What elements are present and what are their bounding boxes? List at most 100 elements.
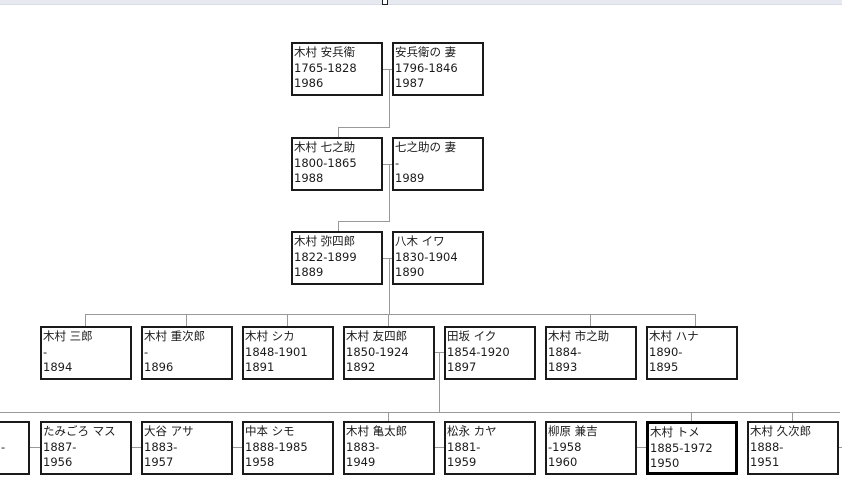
- person-card[interactable]: 七之助の 妻 - 1989: [392, 137, 484, 191]
- person-name: 田坂 イク: [447, 329, 497, 343]
- person-lifespan: 1888-1985: [245, 439, 308, 454]
- person-card[interactable]: 木村 重次郎 - 1896: [141, 326, 233, 380]
- couple-connector: [383, 69, 392, 70]
- person-name: 木村 七之助: [294, 140, 356, 154]
- person-card[interactable]: 木村 友四郎 1850-1924 1892: [343, 326, 435, 380]
- person-id: 1989: [395, 171, 425, 185]
- person-card-selected[interactable]: 木村 トメ 1885-1972 1950: [646, 421, 738, 475]
- person-name: 大谷 アサ: [144, 424, 194, 438]
- descent-line: [439, 352, 440, 412]
- person-name: 木村 重次郎: [144, 329, 206, 343]
- person-name: 安兵衛の 妻: [395, 45, 457, 59]
- person-name: 松永 カヤ: [447, 424, 497, 438]
- person-card[interactable]: 木村 ハナ 1890- 1895: [646, 326, 738, 380]
- person-name: 柳原 兼吉: [548, 424, 598, 438]
- person-lifespan: 1890-: [649, 344, 683, 359]
- person-card[interactable]: 八木 イワ 1830-1904 1890: [392, 231, 484, 285]
- person-name: 七之助の 妻: [395, 140, 457, 154]
- person-name: 木村 ハナ: [649, 329, 699, 343]
- child-drop: [691, 412, 692, 421]
- resize-handle[interactable]: [382, 0, 388, 5]
- person-name: 木村 トメ: [650, 425, 700, 439]
- person-card[interactable]: 柳原 兼吉 -1958 1960: [545, 421, 637, 475]
- person-card[interactable]: 木村 七之助 1800-1865 1988: [291, 137, 383, 191]
- person-name: 木村 久次郎: [750, 424, 812, 438]
- person-id: [0, 455, 28, 471]
- couple-connector: [435, 447, 444, 448]
- child-drop: [590, 314, 591, 326]
- person-card[interactable]: 木村 市之助 1884- 1893: [545, 326, 637, 380]
- person-card[interactable]: 木村 安兵衛 1765-1828 1986: [291, 42, 383, 96]
- person-id: 1894: [43, 360, 73, 374]
- person-id: 1891: [245, 360, 275, 374]
- person-card[interactable]: 木村 久次郎 1888- 1951: [747, 421, 839, 475]
- person-name: 八木 イワ: [395, 234, 445, 248]
- descent-line: [338, 127, 339, 137]
- person-card[interactable]: 木村 シカ 1848-1901 1891: [242, 326, 334, 380]
- person-lifespan: 1796-1846: [395, 60, 458, 75]
- person-card[interactable]: たみごろ マス 1887- 1956: [40, 421, 132, 475]
- sibling-bar: [85, 314, 696, 315]
- person-id: 1890: [395, 265, 425, 279]
- person-id: 1949: [346, 455, 376, 469]
- person-name: 木村 弥四郎: [294, 234, 356, 248]
- person-lifespan: 1800-1865: [294, 155, 357, 170]
- couple-connector: [132, 447, 141, 448]
- person-name: 木村 市之助: [548, 329, 610, 343]
- person-card[interactable]: 大谷 アサ 1883- 1957: [141, 421, 233, 475]
- person-id: 1958: [245, 455, 275, 469]
- person-lifespan: 1822-1899: [294, 249, 357, 264]
- person-lifespan: -1958: [548, 439, 582, 454]
- person-id: 1960: [548, 455, 578, 469]
- person-lifespan: 1888-: [750, 439, 784, 454]
- person-lifespan: -: [1, 439, 6, 454]
- couple-connector: [383, 258, 392, 259]
- person-name: 木村 亀太郎: [346, 424, 408, 438]
- person-lifespan: 1885-1972: [650, 440, 713, 455]
- child-drop: [287, 314, 288, 326]
- person-card[interactable]: 田坂 イク 1854-1920 1897: [444, 326, 536, 380]
- couple-connector: [383, 164, 392, 165]
- couple-connector: [233, 447, 242, 448]
- person-id: 1951: [750, 455, 780, 469]
- child-drop: [85, 314, 86, 326]
- person-card[interactable]: 木村 弥四郎 1822-1899 1889: [291, 231, 383, 285]
- person-lifespan: 1854-1920: [447, 344, 510, 359]
- person-id: 1889: [294, 265, 324, 279]
- person-lifespan: 1887-: [43, 439, 77, 454]
- couple-connector: [839, 447, 842, 448]
- child-drop: [186, 314, 187, 326]
- person-card[interactable]: 木村 三郎 - 1894: [40, 326, 132, 380]
- person-card[interactable]: 木村 亀太郎 1883- 1949: [343, 421, 435, 475]
- person-card-partial[interactable]: -: [0, 421, 30, 475]
- person-lifespan: 1883-: [346, 439, 380, 454]
- person-name: 中本 シモ: [245, 424, 295, 438]
- person-card[interactable]: 松永 カヤ 1881- 1959: [444, 421, 536, 475]
- person-name: 木村 安兵衛: [294, 45, 356, 59]
- person-lifespan: 1830-1904: [395, 249, 458, 264]
- person-lifespan: -: [144, 344, 149, 359]
- person-id: 1893: [548, 360, 578, 374]
- person-name: 木村 三郎: [43, 329, 93, 343]
- descent-line: [389, 69, 390, 127]
- couple-connector: [636, 447, 646, 448]
- person-name: 木村 友四郎: [346, 329, 408, 343]
- person-id: 1956: [43, 455, 73, 469]
- couple-connector: [433, 352, 444, 353]
- child-drop: [792, 412, 793, 421]
- person-id: 1986: [294, 76, 324, 90]
- person-name: たみごろ マス: [43, 424, 116, 438]
- descent-line: [338, 127, 390, 128]
- person-lifespan: 1848-1901: [245, 344, 308, 359]
- person-card[interactable]: 安兵衛の 妻 1796-1846 1987: [392, 42, 484, 96]
- descent-line: [389, 258, 390, 314]
- person-id: 1987: [395, 76, 425, 90]
- person-card[interactable]: 中本 シモ 1888-1985 1958: [242, 421, 334, 475]
- person-id: 1988: [294, 171, 324, 185]
- descent-line: [338, 221, 390, 222]
- person-id: 1957: [144, 455, 174, 469]
- person-id: 1897: [447, 360, 477, 374]
- person-id: 1896: [144, 360, 174, 374]
- person-lifespan: 1881-: [447, 439, 481, 454]
- person-lifespan: 1883-: [144, 439, 178, 454]
